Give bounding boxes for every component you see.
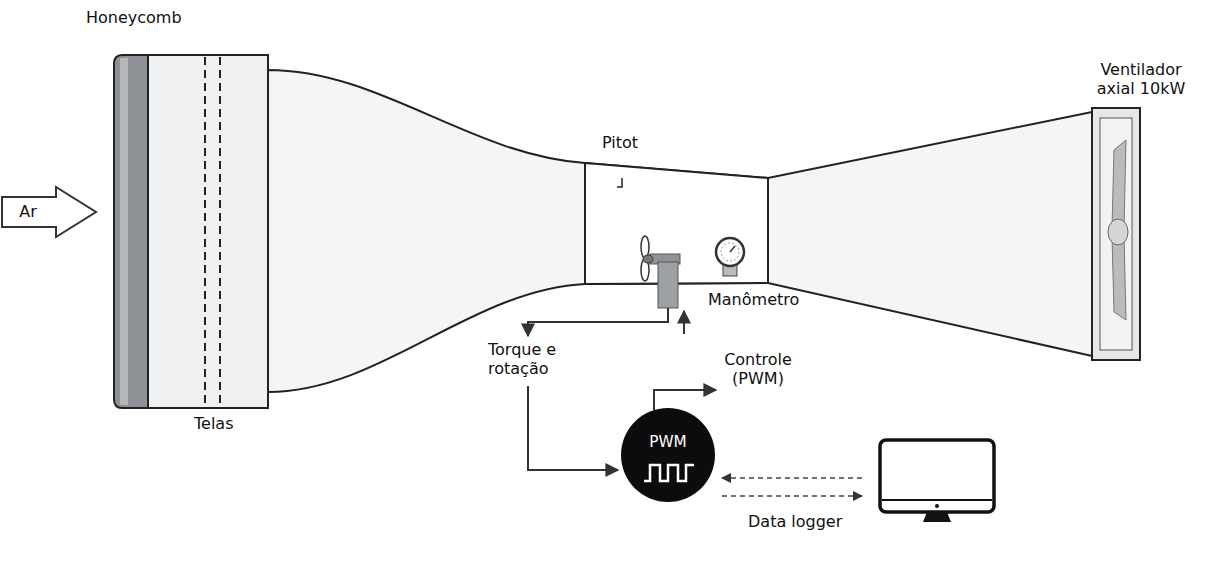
monitor-led	[935, 504, 939, 508]
node-text: PWM	[620, 433, 716, 452]
part-label: Manômetro	[708, 290, 799, 309]
screen	[204, 57, 206, 406]
torque-wire	[528, 308, 668, 336]
fan-housing	[1092, 108, 1140, 360]
fan-inner	[1100, 118, 1132, 350]
node-text: Ar	[0, 202, 56, 221]
pitot-tube	[617, 178, 622, 187]
fan-blade	[1112, 236, 1126, 320]
turbine-stand	[658, 262, 678, 308]
part-label: Honeycomb	[86, 8, 182, 27]
part-label: Telas	[194, 414, 233, 433]
part-label: Pitot	[602, 133, 638, 152]
part-label: Ventilador axial 10kW	[1079, 60, 1203, 98]
control-wire	[683, 311, 685, 334]
node-outline	[0, 185, 98, 239]
tunnel-body	[268, 70, 1092, 392]
signal-label: Controle (PWM)	[718, 350, 798, 388]
rotor-hub	[643, 255, 653, 263]
data-link	[722, 495, 862, 497]
fan-blade	[1112, 140, 1126, 228]
monitor-bezel	[882, 499, 992, 501]
circle-shape	[621, 408, 715, 502]
gauge-dial	[716, 238, 744, 266]
screen	[219, 57, 221, 406]
data-link	[722, 477, 862, 479]
honeycomb-shade	[120, 58, 128, 405]
settling-chamber	[148, 55, 268, 408]
controller-circle: PWM	[620, 407, 716, 503]
gauge-scale	[721, 243, 739, 261]
arrow-shape	[2, 187, 96, 237]
control-wire	[654, 390, 716, 410]
fan-hub	[1108, 219, 1128, 245]
square-wave-icon	[644, 465, 694, 481]
monitor-stand	[923, 512, 951, 522]
airflow-arrow: Ar	[0, 185, 98, 239]
gauge-needle	[730, 246, 735, 252]
honeycomb	[114, 55, 148, 408]
link-label: Data logger	[748, 512, 842, 531]
torque-wire	[528, 386, 618, 470]
signal-label: Torque e rotação	[488, 340, 572, 378]
node-outline	[620, 407, 716, 503]
computer-monitor	[880, 440, 994, 512]
